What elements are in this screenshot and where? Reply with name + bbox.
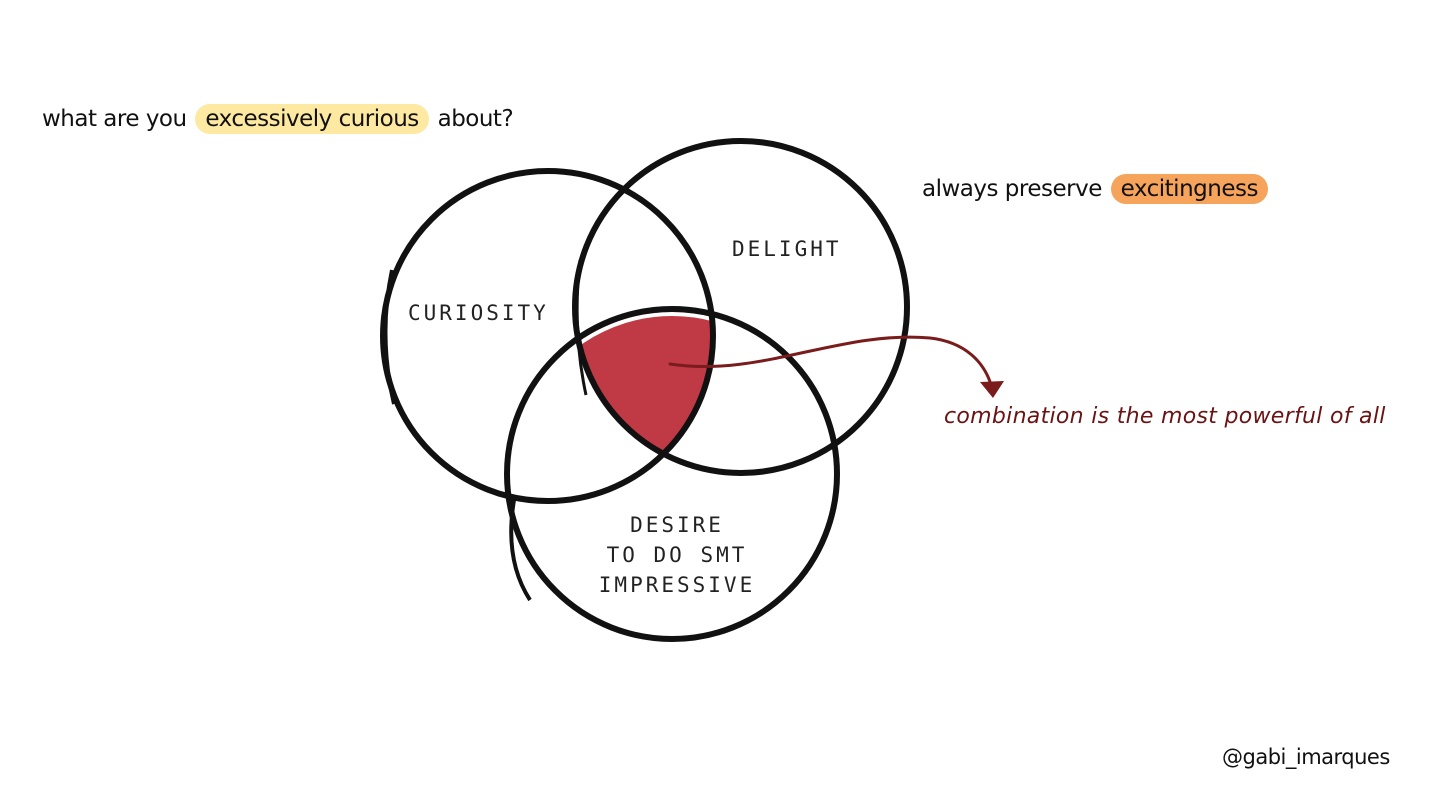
curiosity-label: CURIOSITY bbox=[408, 301, 549, 325]
curiosity-circle bbox=[380, 168, 716, 504]
desire-circle bbox=[504, 306, 840, 642]
desire-label-line-3: IMPRESSIVE bbox=[598, 573, 756, 597]
preserve-before: always preserve bbox=[922, 176, 1102, 202]
question-before: what are you bbox=[42, 106, 187, 132]
delight-circle bbox=[572, 138, 910, 476]
preserve-highlight: excitingness bbox=[1110, 174, 1268, 204]
preserve-note: always preserve excitingness bbox=[922, 174, 1270, 204]
question-note: what are you excessively curious about? bbox=[42, 104, 514, 134]
desire-label: DESIRE TO DO SMT IMPRESSIVE bbox=[592, 510, 762, 600]
desire-label-line-1: DESIRE bbox=[630, 513, 724, 537]
delight-label: DELIGHT bbox=[732, 237, 842, 261]
desire-label-line-2: TO DO SMT bbox=[606, 543, 748, 567]
question-highlight: excessively curious bbox=[195, 104, 429, 134]
author-handle: @gabi_imarques bbox=[1222, 745, 1390, 769]
pointer-arrow bbox=[668, 335, 994, 390]
combination-note: combination is the most powerful of all bbox=[944, 404, 1386, 429]
arrow-head bbox=[980, 381, 1004, 398]
question-after: about? bbox=[437, 106, 514, 132]
